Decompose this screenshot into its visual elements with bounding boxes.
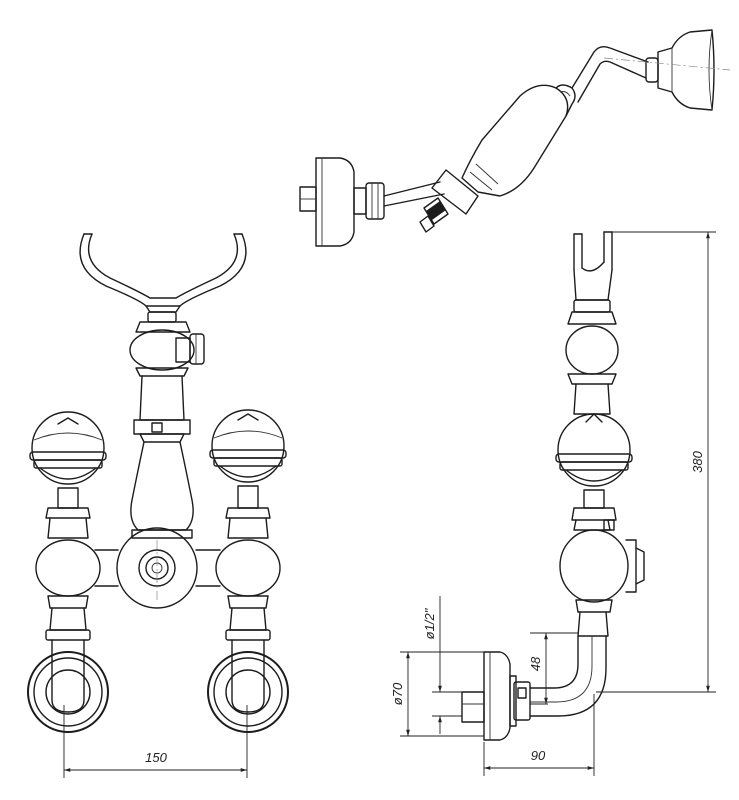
side-inlet-fitting	[461, 651, 531, 741]
left-valve	[29, 411, 107, 661]
mixer-side-view: 380 90 ø70 ø1/2" 48	[390, 231, 716, 776]
dimension-inlet-thread: ø1/2"	[422, 596, 462, 734]
dimension-inlet-thread-label: ø1/2"	[422, 607, 437, 639]
shower-handle	[461, 84, 576, 197]
shower-holder	[419, 169, 479, 233]
dimension-width: 150	[63, 705, 248, 778]
dimension-inlet-offset: 48	[528, 632, 578, 705]
dimension-inlet-offset-label: 48	[528, 656, 543, 671]
dimension-projection: 90	[483, 694, 595, 776]
mixer-front-view: 150	[27, 233, 289, 778]
left-wall-flange	[27, 651, 109, 733]
dimension-height: 380	[596, 231, 716, 693]
dimension-height-label: 380	[690, 450, 705, 472]
right-wall-flange	[207, 651, 289, 733]
central-hub	[94, 527, 221, 609]
shower-wall-flange	[299, 157, 385, 247]
side-valve	[555, 413, 633, 531]
shower-cradle	[79, 233, 247, 313]
diverter-column	[129, 311, 205, 443]
dimension-width-label: 150	[145, 750, 167, 765]
shower-head	[645, 29, 715, 111]
right-valve	[209, 409, 287, 661]
dimension-flange-diameter: ø70	[390, 651, 484, 737]
dimension-projection-label: 90	[531, 748, 546, 763]
dimension-flange-diameter-label: ø70	[390, 682, 405, 705]
hand-shower-view	[299, 29, 731, 247]
